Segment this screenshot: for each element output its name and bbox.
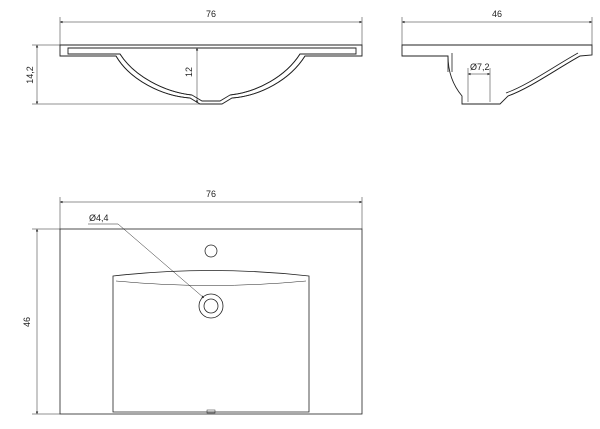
basin-outline — [112, 270, 310, 413]
top-width-label: 76 — [206, 189, 216, 199]
front-depth-dimension: 12 — [184, 48, 199, 103]
tap-hole-leader: Ø4,4 — [88, 213, 205, 299]
overflow-mark — [206, 409, 216, 414]
front-width-label: 76 — [206, 9, 216, 19]
drain-outer — [198, 293, 224, 319]
tap-hole-label: Ø4,4 — [89, 213, 109, 223]
front-section-view: 76 14,2 12 — [25, 9, 363, 105]
front-width-dimension: 76 — [59, 9, 363, 45]
top-width-dimension: 76 — [59, 189, 363, 229]
side-depth-label: 46 — [492, 9, 502, 19]
front-height-label: 14,2 — [25, 66, 35, 84]
drain-inner — [203, 298, 219, 314]
front-depth-label: 12 — [184, 67, 194, 77]
front-height-dimension: 14,2 — [25, 44, 200, 105]
top-depth-label: 46 — [22, 317, 32, 327]
top-depth-dimension: 46 — [22, 228, 60, 415]
side-section-view: 46 Ø7,2 — [401, 9, 593, 105]
tap-hole — [204, 244, 218, 258]
top-outline — [59, 228, 363, 415]
side-drain-dimension: Ø7,2 — [467, 62, 491, 102]
side-depth-dimension: 46 — [401, 9, 593, 45]
top-view: 76 46 Ø4,4 — [22, 189, 363, 415]
side-drain-label: Ø7,2 — [470, 62, 490, 72]
